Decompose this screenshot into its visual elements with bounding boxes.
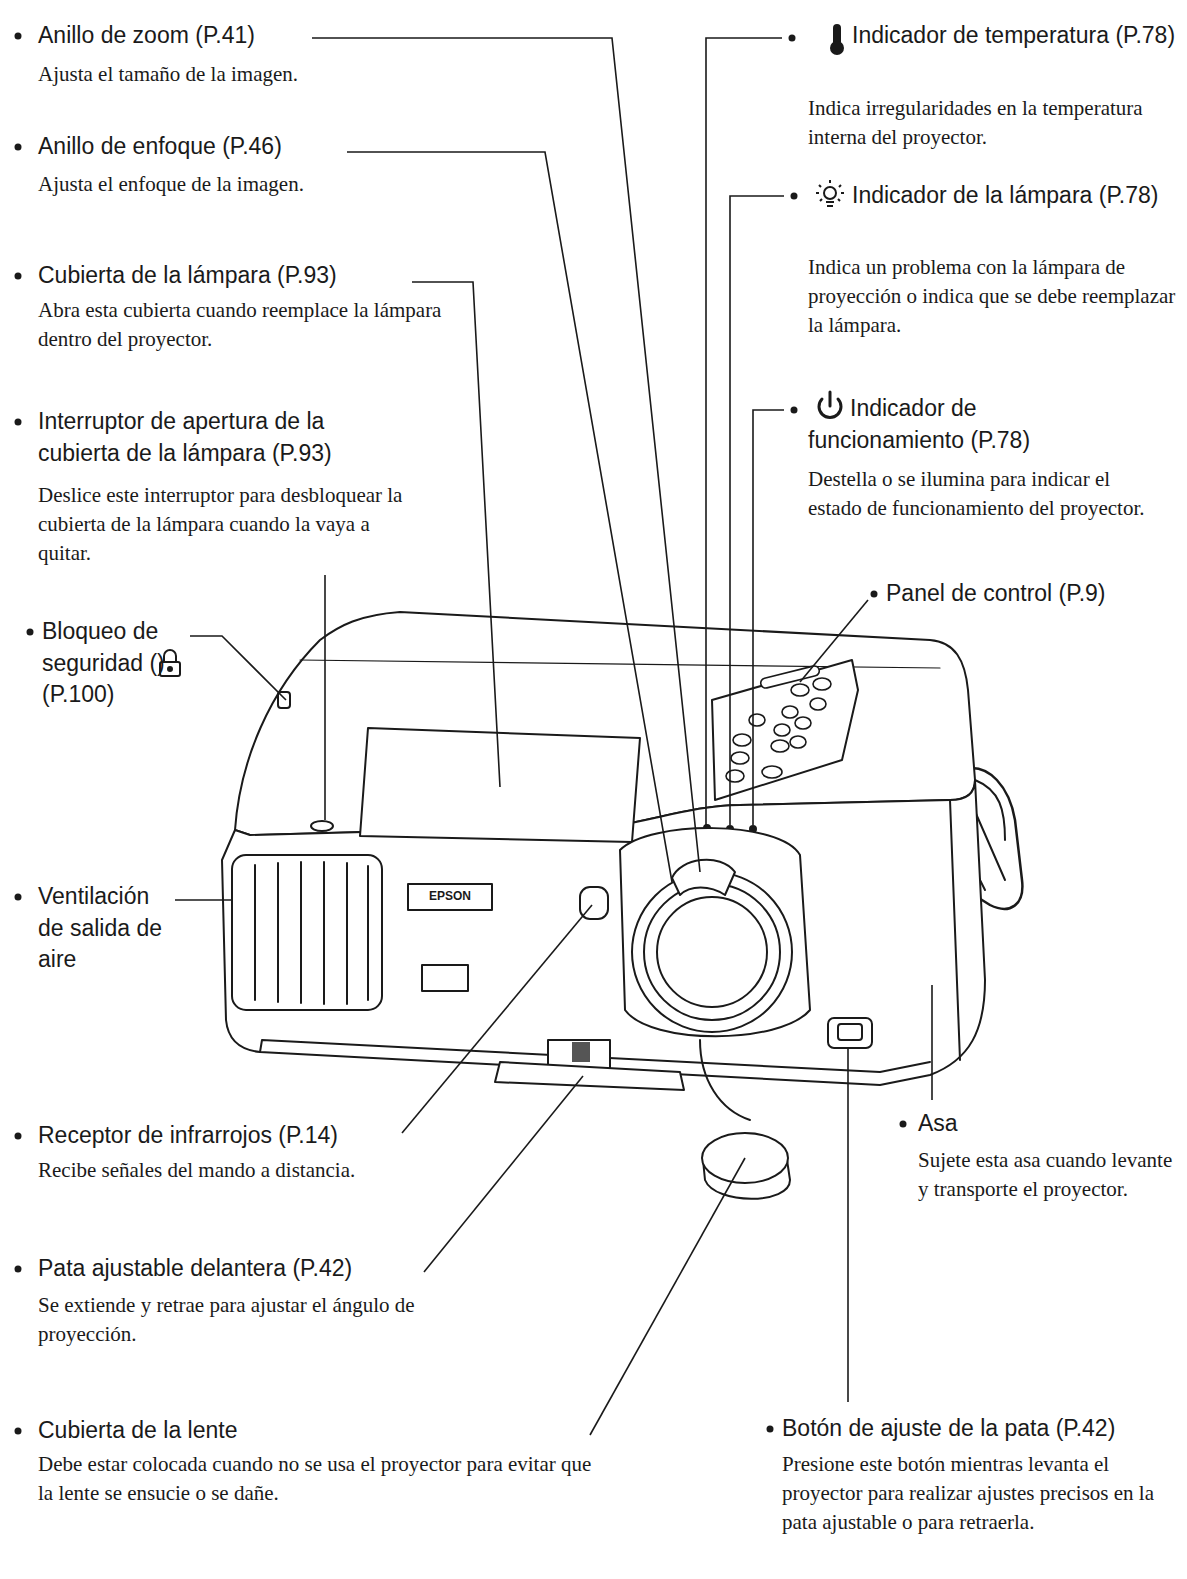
part-name: Indicador de la lámpara (P.78) [808, 180, 1183, 212]
part-name: Cubierta de la lente [38, 1415, 458, 1447]
part-description: Destella o se ilumina para indicar el es… [808, 465, 1158, 523]
projector-side [950, 780, 1005, 1060]
lens-housing [620, 828, 810, 1036]
lens-glass [657, 897, 767, 1007]
part-name: Anillo de zoom (P.41) [38, 20, 458, 52]
part-description: Indica irregularidades en la temperatura… [808, 94, 1183, 152]
part-name: Indicador de funcionamiento (P.78) [808, 393, 1118, 456]
part-name: Indicador de temperatura (P.78) [808, 20, 1183, 52]
brand-badge [408, 884, 492, 910]
part-name: Cubierta de la lámpara (P.93) [38, 260, 458, 292]
part-name: Panel de control (P.9) [886, 578, 1176, 610]
foot-shaft [572, 1042, 590, 1062]
part-name: Anillo de enfoque (P.46) [38, 131, 458, 163]
lens-outer [632, 872, 792, 1032]
front-window [422, 965, 468, 991]
focus-zoom-tab [672, 860, 735, 895]
foot-button [828, 1018, 872, 1048]
part-description: Sujete esta asa cuando levante y transpo… [918, 1146, 1178, 1204]
part-description: Ajusta el tamaño de la imagen. [38, 60, 458, 89]
brand-logo: EPSON [408, 889, 492, 903]
panel-buttons [726, 665, 831, 782]
lens-ring [644, 884, 780, 1020]
cap-cord [700, 1040, 750, 1120]
part-name: Botón de ajuste de la pata (P.42) [782, 1413, 1187, 1445]
part-name: Asa [918, 1108, 1178, 1140]
part-description: Debe estar colocada cuando no se usa el … [38, 1450, 603, 1508]
lamp-icon [816, 180, 844, 206]
part-name: Ventilación de salida de aire [38, 881, 173, 976]
part-description: Recibe señales del mando a distancia. [38, 1156, 488, 1185]
part-description: Abra esta cubierta cuando reemplace la l… [38, 296, 448, 354]
foot-base [495, 1062, 684, 1090]
part-name: Pata ajustable delantera (P.42) [38, 1253, 458, 1285]
vent-slats [255, 862, 368, 1004]
part-description: Ajusta el enfoque de la imagen. [38, 170, 458, 199]
control-panel [712, 660, 858, 800]
thermometer-icon [830, 24, 844, 55]
part-description: Deslice este interruptor para desbloquea… [38, 481, 413, 568]
part-description: Se extiende y retrae para ajustar el áng… [38, 1291, 428, 1349]
part-name: Receptor de infrarrojos (P.14) [38, 1120, 468, 1152]
part-description: Presione este botón mientras levanta el … [782, 1450, 1182, 1537]
part-name: Interruptor de apertura de la cubierta d… [38, 406, 408, 469]
part-description: Indica un problema con la lámpara de pro… [808, 253, 1178, 340]
bullets [15, 33, 907, 1435]
leader-lines [175, 38, 932, 1435]
part-name: Bloqueo de seguridad () (P.100) [42, 616, 182, 711]
cover-switch [311, 821, 333, 831]
exhaust-vent [232, 855, 382, 1010]
foot-button-inner [838, 1024, 862, 1040]
power-icon [819, 392, 841, 418]
